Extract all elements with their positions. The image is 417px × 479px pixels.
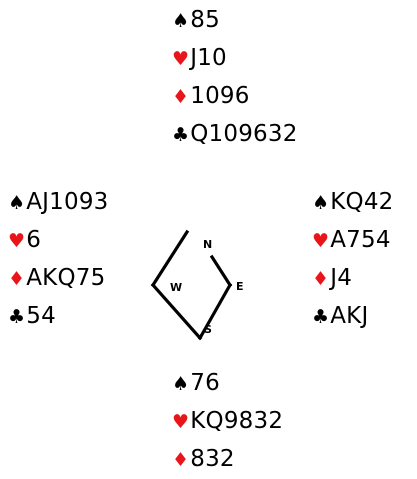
west-hearts-cards: 6 [26,227,42,253]
compass-south-label: S [204,323,212,336]
heart-icon: ♥ [172,48,190,70]
north-clubs-cards: Q109632 [190,121,298,147]
compass-ne-edge [209,254,233,288]
north-spades-cards: 85 [190,7,220,33]
spade-icon: ♠ [312,192,330,214]
west-clubs-cards: 54 [26,303,56,329]
club-icon: ♣ [172,124,190,146]
east-hearts-row: ♥A754 [312,224,391,256]
south-diamonds-row: ♦832 [172,443,235,475]
compass-se-edge [197,282,233,341]
north-diamonds-row: ♦1096 [172,80,250,112]
west-spades-row: ♠AJ1093 [8,186,109,218]
south-hearts-row: ♥KQ9832 [172,405,283,437]
north-hearts-row: ♥J10 [172,42,227,74]
north-clubs-row: ♣Q109632 [172,118,298,150]
east-spades-cards: KQ42 [330,189,394,215]
east-clubs-row: ♣AKJ [312,300,368,332]
east-diamonds-cards: J4 [330,265,353,291]
west-hearts-row: ♥6 [8,224,41,256]
east-diamonds-row: ♦J4 [312,262,352,294]
west-diamonds-cards: AKQ75 [26,265,106,291]
compass-north-label: N [203,238,212,251]
west-diamonds-row: ♦AKQ75 [8,262,105,294]
east-clubs-cards: AKJ [330,303,369,329]
diamond-icon: ♦ [312,268,330,290]
spade-icon: ♠ [172,10,190,32]
north-spades-row: ♠85 [172,4,220,36]
heart-icon: ♥ [8,230,26,252]
compass-west-label: W [170,281,182,294]
compass-diagram: N W E S [150,229,244,341]
compass-diamond-icon [150,229,233,341]
west-spades-cards: AJ1093 [26,189,109,215]
compass-east-label: E [236,280,244,293]
east-hearts-cards: A754 [330,227,391,253]
compass-sw-edge [150,282,203,341]
compass-nw-edge [150,229,190,288]
west-clubs-row: ♣54 [8,300,56,332]
spade-icon: ♠ [8,192,26,214]
spade-icon: ♠ [172,373,190,395]
south-hearts-cards: KQ9832 [190,408,284,434]
diamond-icon: ♦ [172,86,190,108]
club-icon: ♣ [312,306,330,328]
south-spades-row: ♠76 [172,367,220,399]
heart-icon: ♥ [172,411,190,433]
north-diamonds-cards: 1096 [190,83,250,109]
south-spades-cards: 76 [190,370,220,396]
north-hearts-cards: J10 [190,45,227,71]
club-icon: ♣ [8,306,26,328]
heart-icon: ♥ [312,230,330,252]
diamond-icon: ♦ [8,268,26,290]
diamond-icon: ♦ [172,449,190,471]
south-diamonds-cards: 832 [190,446,235,472]
east-spades-row: ♠KQ42 [312,186,394,218]
